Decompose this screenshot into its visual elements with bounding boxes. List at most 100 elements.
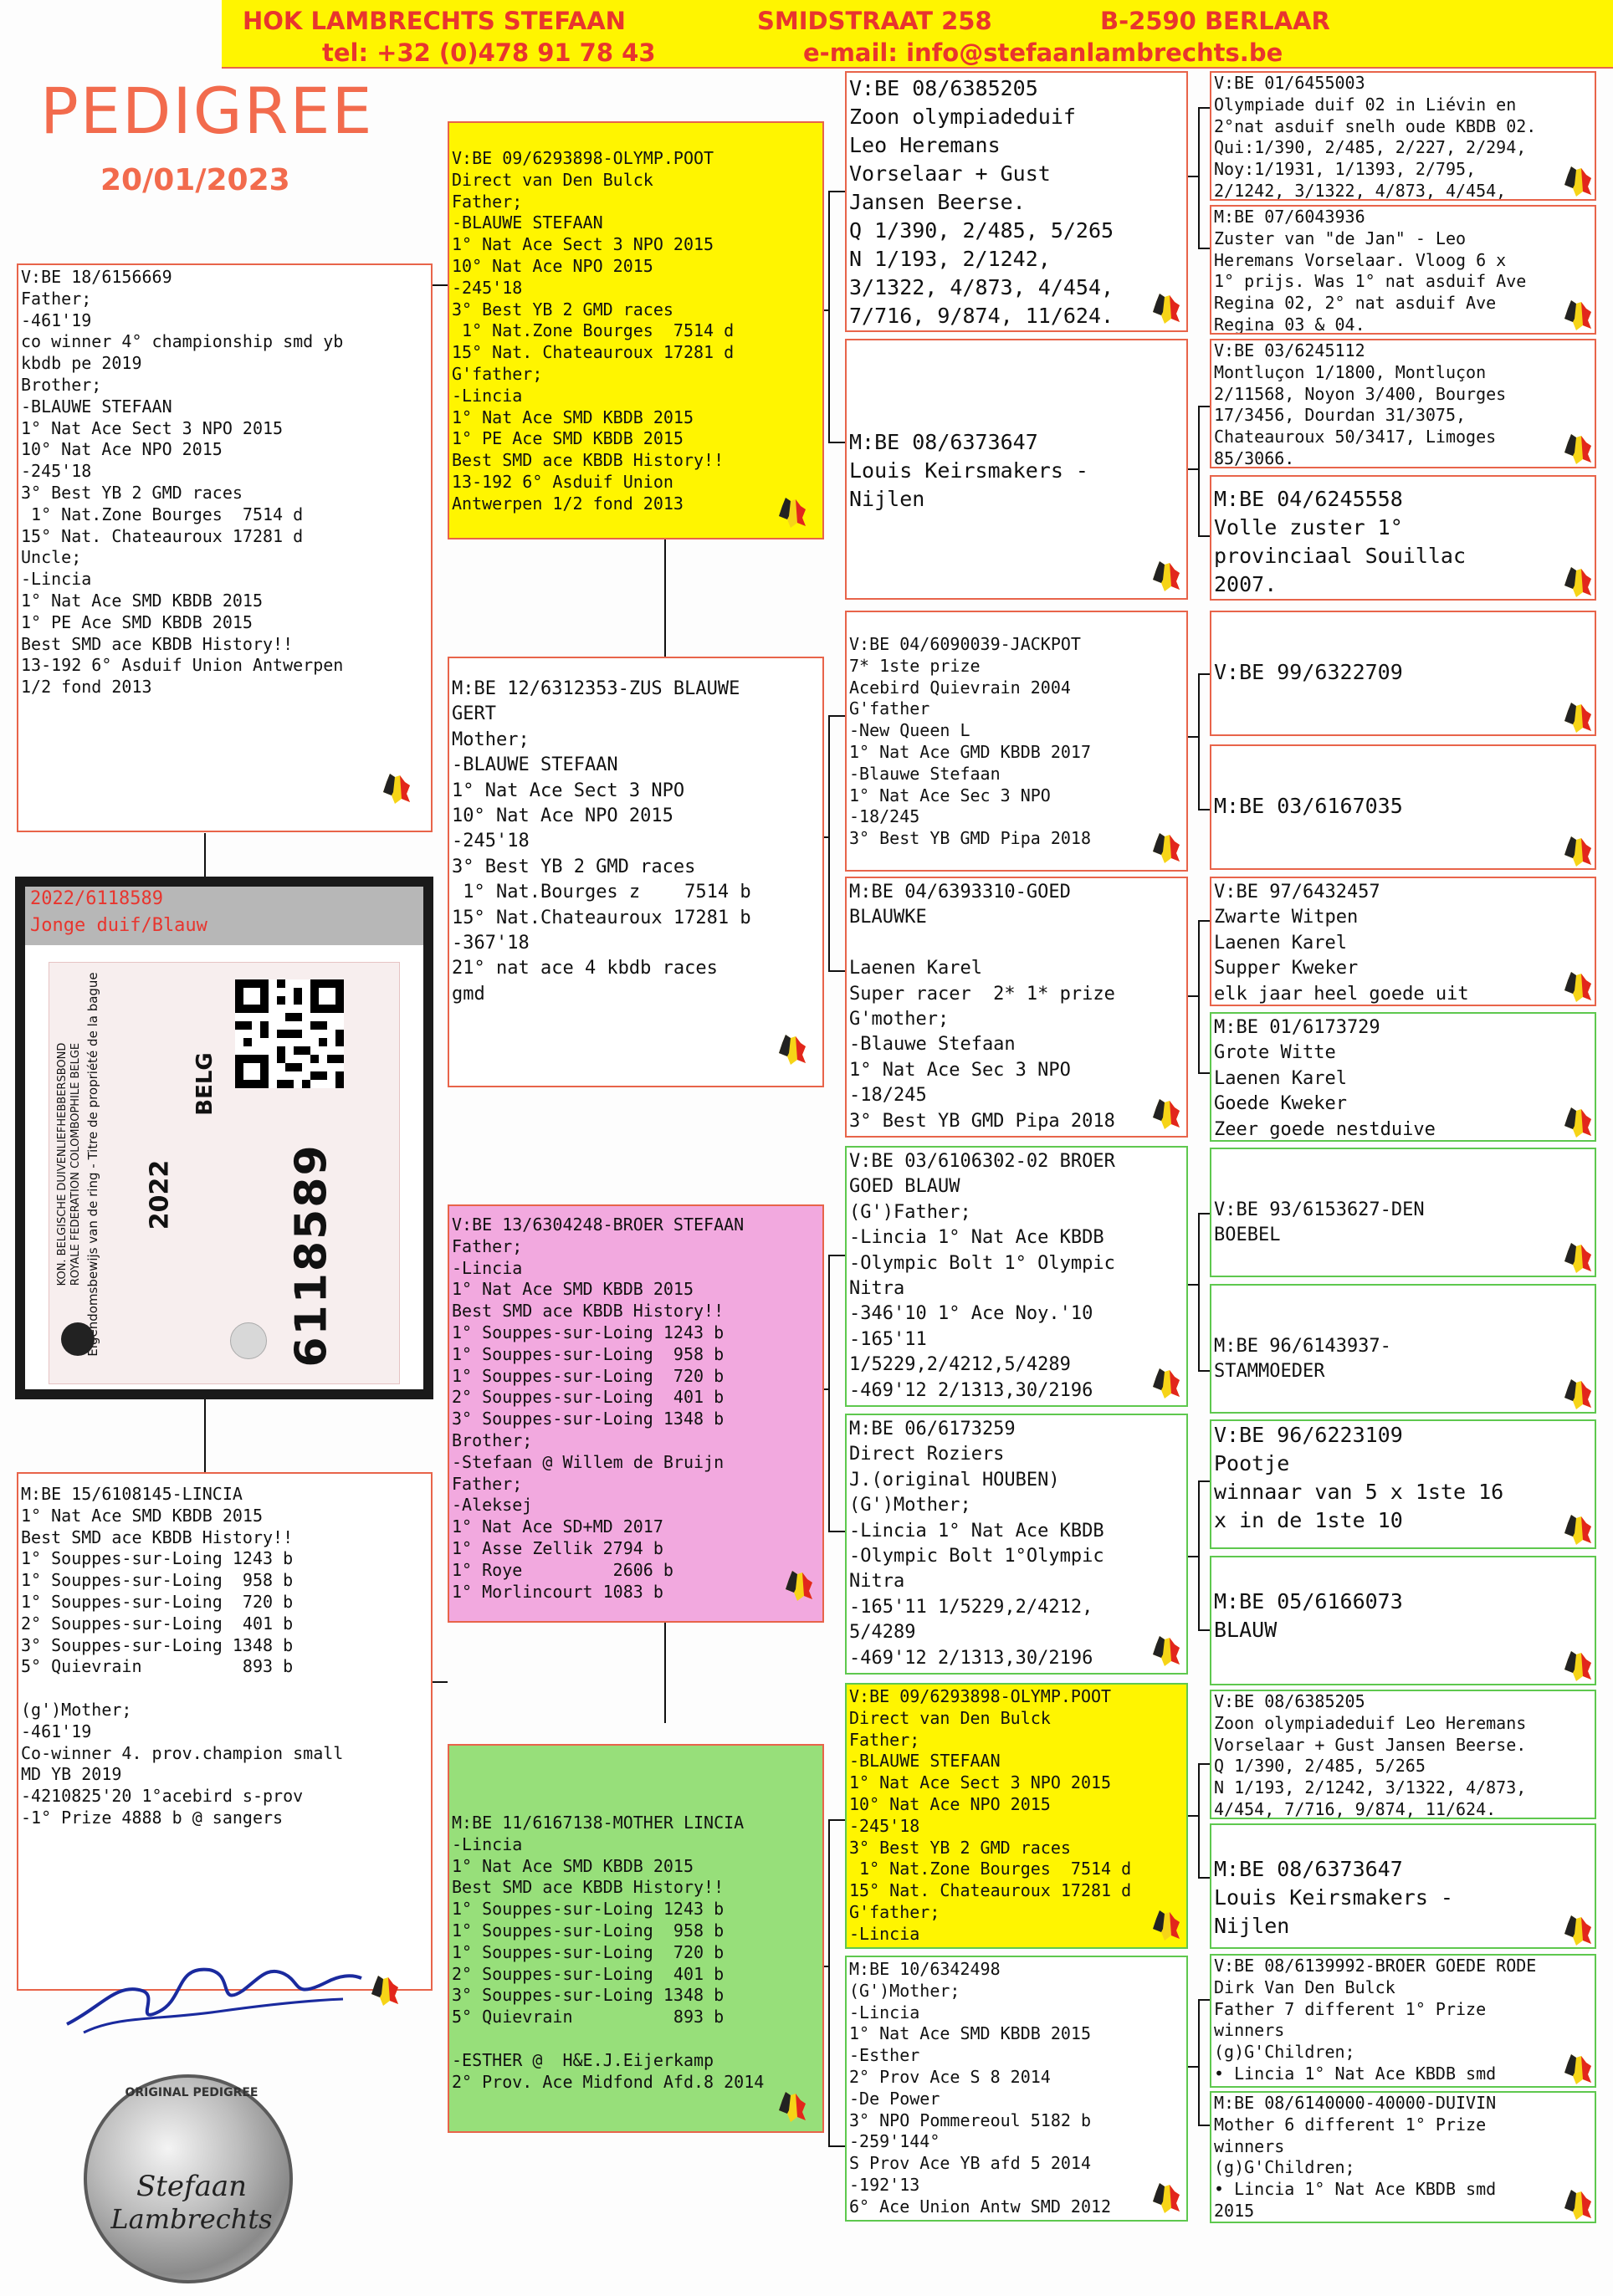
g1-mother-box: M:BE 12/6312353-ZUS BLAUWE GERT Mother; … [448, 657, 824, 1087]
connector [664, 539, 666, 657]
belgium-map-icon [1564, 2054, 1591, 2084]
pedigree-text: V:BE 08/6385205 Zoon olympiadeduif Leo H… [849, 76, 1114, 328]
pedigree-text: V:BE 08/6139992-BROER GOEDE RODE Dirk Va… [1214, 1956, 1537, 2084]
connector [664, 1623, 666, 1723]
g2-box-4: M:BE 04/6393310-GOED BLAUWKE Laenen Kare… [845, 877, 1188, 1138]
connector [1198, 107, 1200, 248]
federation-fr: ROYALE FEDERATION COLOMBOPHILE BELGE [69, 1042, 82, 1286]
belgium-map-icon [1153, 561, 1180, 591]
pedigree-text: V:BE 04/6090039-JACKPOT 7* 1ste prize Ac… [849, 634, 1091, 849]
belgium-map-icon [1153, 1910, 1180, 1941]
pedigree-text: M:BE 96/6143937- STAMMOEDER [1214, 1336, 1391, 1383]
connector [828, 715, 830, 970]
pedigree-text: V:BE 03/6245112 Montluçon 1/1800, Montlu… [1214, 340, 1507, 468]
pedigree-text: M:BE 04/6245558 Volle zuster 1° provinci… [1214, 487, 1467, 596]
g2-box-3: V:BE 04/6090039-JACKPOT 7* 1ste prize Ac… [845, 611, 1188, 872]
ring-year: 2022 [145, 1159, 175, 1230]
pedigree-text: M:BE 04/6393310-GOED BLAUWKE Laenen Kare… [849, 882, 1115, 1132]
belgium-map-icon [1564, 836, 1591, 867]
pedigree-text: V:BE 09/6293898-OLYMP.POOT Direct van De… [849, 1686, 1132, 1944]
ring-number-vertical: 6118589 [286, 1143, 337, 1368]
connector [204, 833, 206, 877]
pedigree-text: M:BE 06/6173259 Direct Roziers J.(origin… [849, 1419, 1104, 1669]
belgium-map-icon [1564, 1379, 1591, 1409]
connector [1198, 673, 1210, 675]
connector [1198, 1877, 1210, 1879]
connector [1198, 535, 1210, 537]
g3-box-7: V:BE 97/6432457 Zwarte Witpen Laenen Kar… [1210, 877, 1596, 1006]
g2-box-8: M:BE 10/6342498 (G')Mother; -Lincia 1° N… [845, 1956, 1188, 2222]
connector [828, 1819, 830, 2145]
connector [828, 1531, 847, 1532]
connector [1188, 468, 1200, 470]
header-email[interactable]: e-mail: info@stefaanlambrechts.be [803, 38, 1283, 67]
connector [431, 284, 448, 286]
belgium-map-icon [383, 774, 410, 804]
belgium-map-icon [779, 2092, 806, 2122]
belgium-map-icon [1564, 1651, 1591, 1681]
pedigree-text: V:BE 99/6322709 [1214, 660, 1403, 684]
connector [1198, 1480, 1210, 1482]
connector [1188, 1284, 1200, 1286]
connector [1198, 1629, 1210, 1631]
g3-box-1: V:BE 01/6455003 Olympiade duif 02 in Lié… [1210, 71, 1596, 201]
connector [828, 2145, 847, 2147]
ring-card-number: 2022/6118589 [30, 888, 163, 909]
ring-card-label: Jonge duif/Blauw [30, 915, 207, 936]
belgium-map-icon [1564, 1915, 1591, 1946]
pedigree-text: V:BE 97/6432457 Zwarte Witpen Laenen Kar… [1214, 882, 1469, 1005]
connector [1198, 1763, 1210, 1765]
pedigree-text: M:BE 12/6312353-ZUS BLAUWE GERT Mother; … [452, 678, 751, 1005]
federation-logo-icon [61, 1322, 95, 1356]
g3-box-12: M:BE 05/6166073 BLAUW [1210, 1556, 1596, 1685]
header-bar: HOK LAMBRECHTS STEFAAN SMIDSTRAAT 258 B-… [222, 0, 1613, 69]
g3-box-15: V:BE 08/6139992-BROER GOEDE RODE Dirk Va… [1210, 1954, 1596, 2088]
connector [1198, 809, 1210, 811]
belgium-map-icon [1153, 294, 1180, 324]
ring-country: BELG [192, 1052, 218, 1116]
connector [1188, 995, 1200, 997]
connector [1198, 1213, 1210, 1214]
connector [828, 1255, 830, 1531]
pedigree-text: V:BE 01/6455003 Olympiade duif 02 in Lié… [1214, 73, 1537, 201]
g3-box-2: M:BE 07/6043936 Zuster van "de Jan" - Le… [1210, 205, 1596, 335]
g3-box-3: V:BE 03/6245112 Montluçon 1/1800, Montlu… [1210, 339, 1596, 468]
connector [1198, 248, 1210, 249]
connector [1198, 2125, 1210, 2126]
ring-card-header: 2022/6118589 Jonge duif/Blauw [25, 887, 423, 945]
pedigree-text: M:BE 08/6373647 Louis Keirsmakers - Nijl… [849, 430, 1088, 511]
belgium-map-icon [1564, 2190, 1591, 2220]
g3-box-5: V:BE 99/6322709 [1210, 611, 1596, 736]
pedigree-text: M:BE 10/6342498 (G')Mother; -Lincia 1° N… [849, 1959, 1112, 2217]
belgium-map-icon [1564, 434, 1591, 464]
connector [1198, 1999, 1210, 2001]
belgium-map-icon [1153, 2183, 1180, 2213]
g3-box-4: M:BE 04/6245558 Volle zuster 1° provinci… [1210, 475, 1596, 601]
connector [1198, 1370, 1210, 1372]
g2-box-5: V:BE 03/6106302-02 BROER GOED BLAUW (G')… [845, 1146, 1188, 1407]
pedigree-text: V:BE 18/6156669 Father; -461'19 co winne… [21, 267, 344, 698]
connector [828, 191, 830, 442]
belgium-map-icon [1153, 1368, 1180, 1399]
pedigree-text: M:BE 03/6167035 [1214, 794, 1403, 818]
pedigree-text: M:BE 08/6140000-40000-DUIVIN Mother 6 di… [1214, 2093, 1497, 2221]
belgium-map-icon [371, 1976, 398, 2006]
connector [1188, 1815, 1200, 1817]
belgium-map-icon [1564, 166, 1591, 197]
connector [1188, 736, 1200, 738]
pedigree-text: M:BE 05/6166073 BLAUW [1214, 1589, 1403, 1642]
connector [828, 970, 847, 972]
connector [828, 191, 847, 192]
ownership-text: Eigendomsbewijs van de ring - Titre de p… [85, 972, 100, 1357]
g3-box-8: M:BE 01/6173729 Grote Witte Laenen Karel… [1210, 1012, 1596, 1142]
connector [820, 1966, 830, 1967]
g2-box-1: V:BE 08/6385205 Zoon olympiadeduif Leo H… [845, 71, 1188, 332]
connector [828, 442, 847, 443]
connector [1198, 1480, 1200, 1629]
belgium-map-icon [1153, 1636, 1180, 1666]
connector [1198, 406, 1210, 407]
connector [1198, 1072, 1210, 1074]
g3-box-10: M:BE 96/6143937- STAMMOEDER [1210, 1284, 1596, 1414]
belgium-map-icon [1564, 1243, 1591, 1273]
pedigree-text: M:BE 01/6173729 Grote Witte Laenen Karel… [1214, 1017, 1436, 1140]
